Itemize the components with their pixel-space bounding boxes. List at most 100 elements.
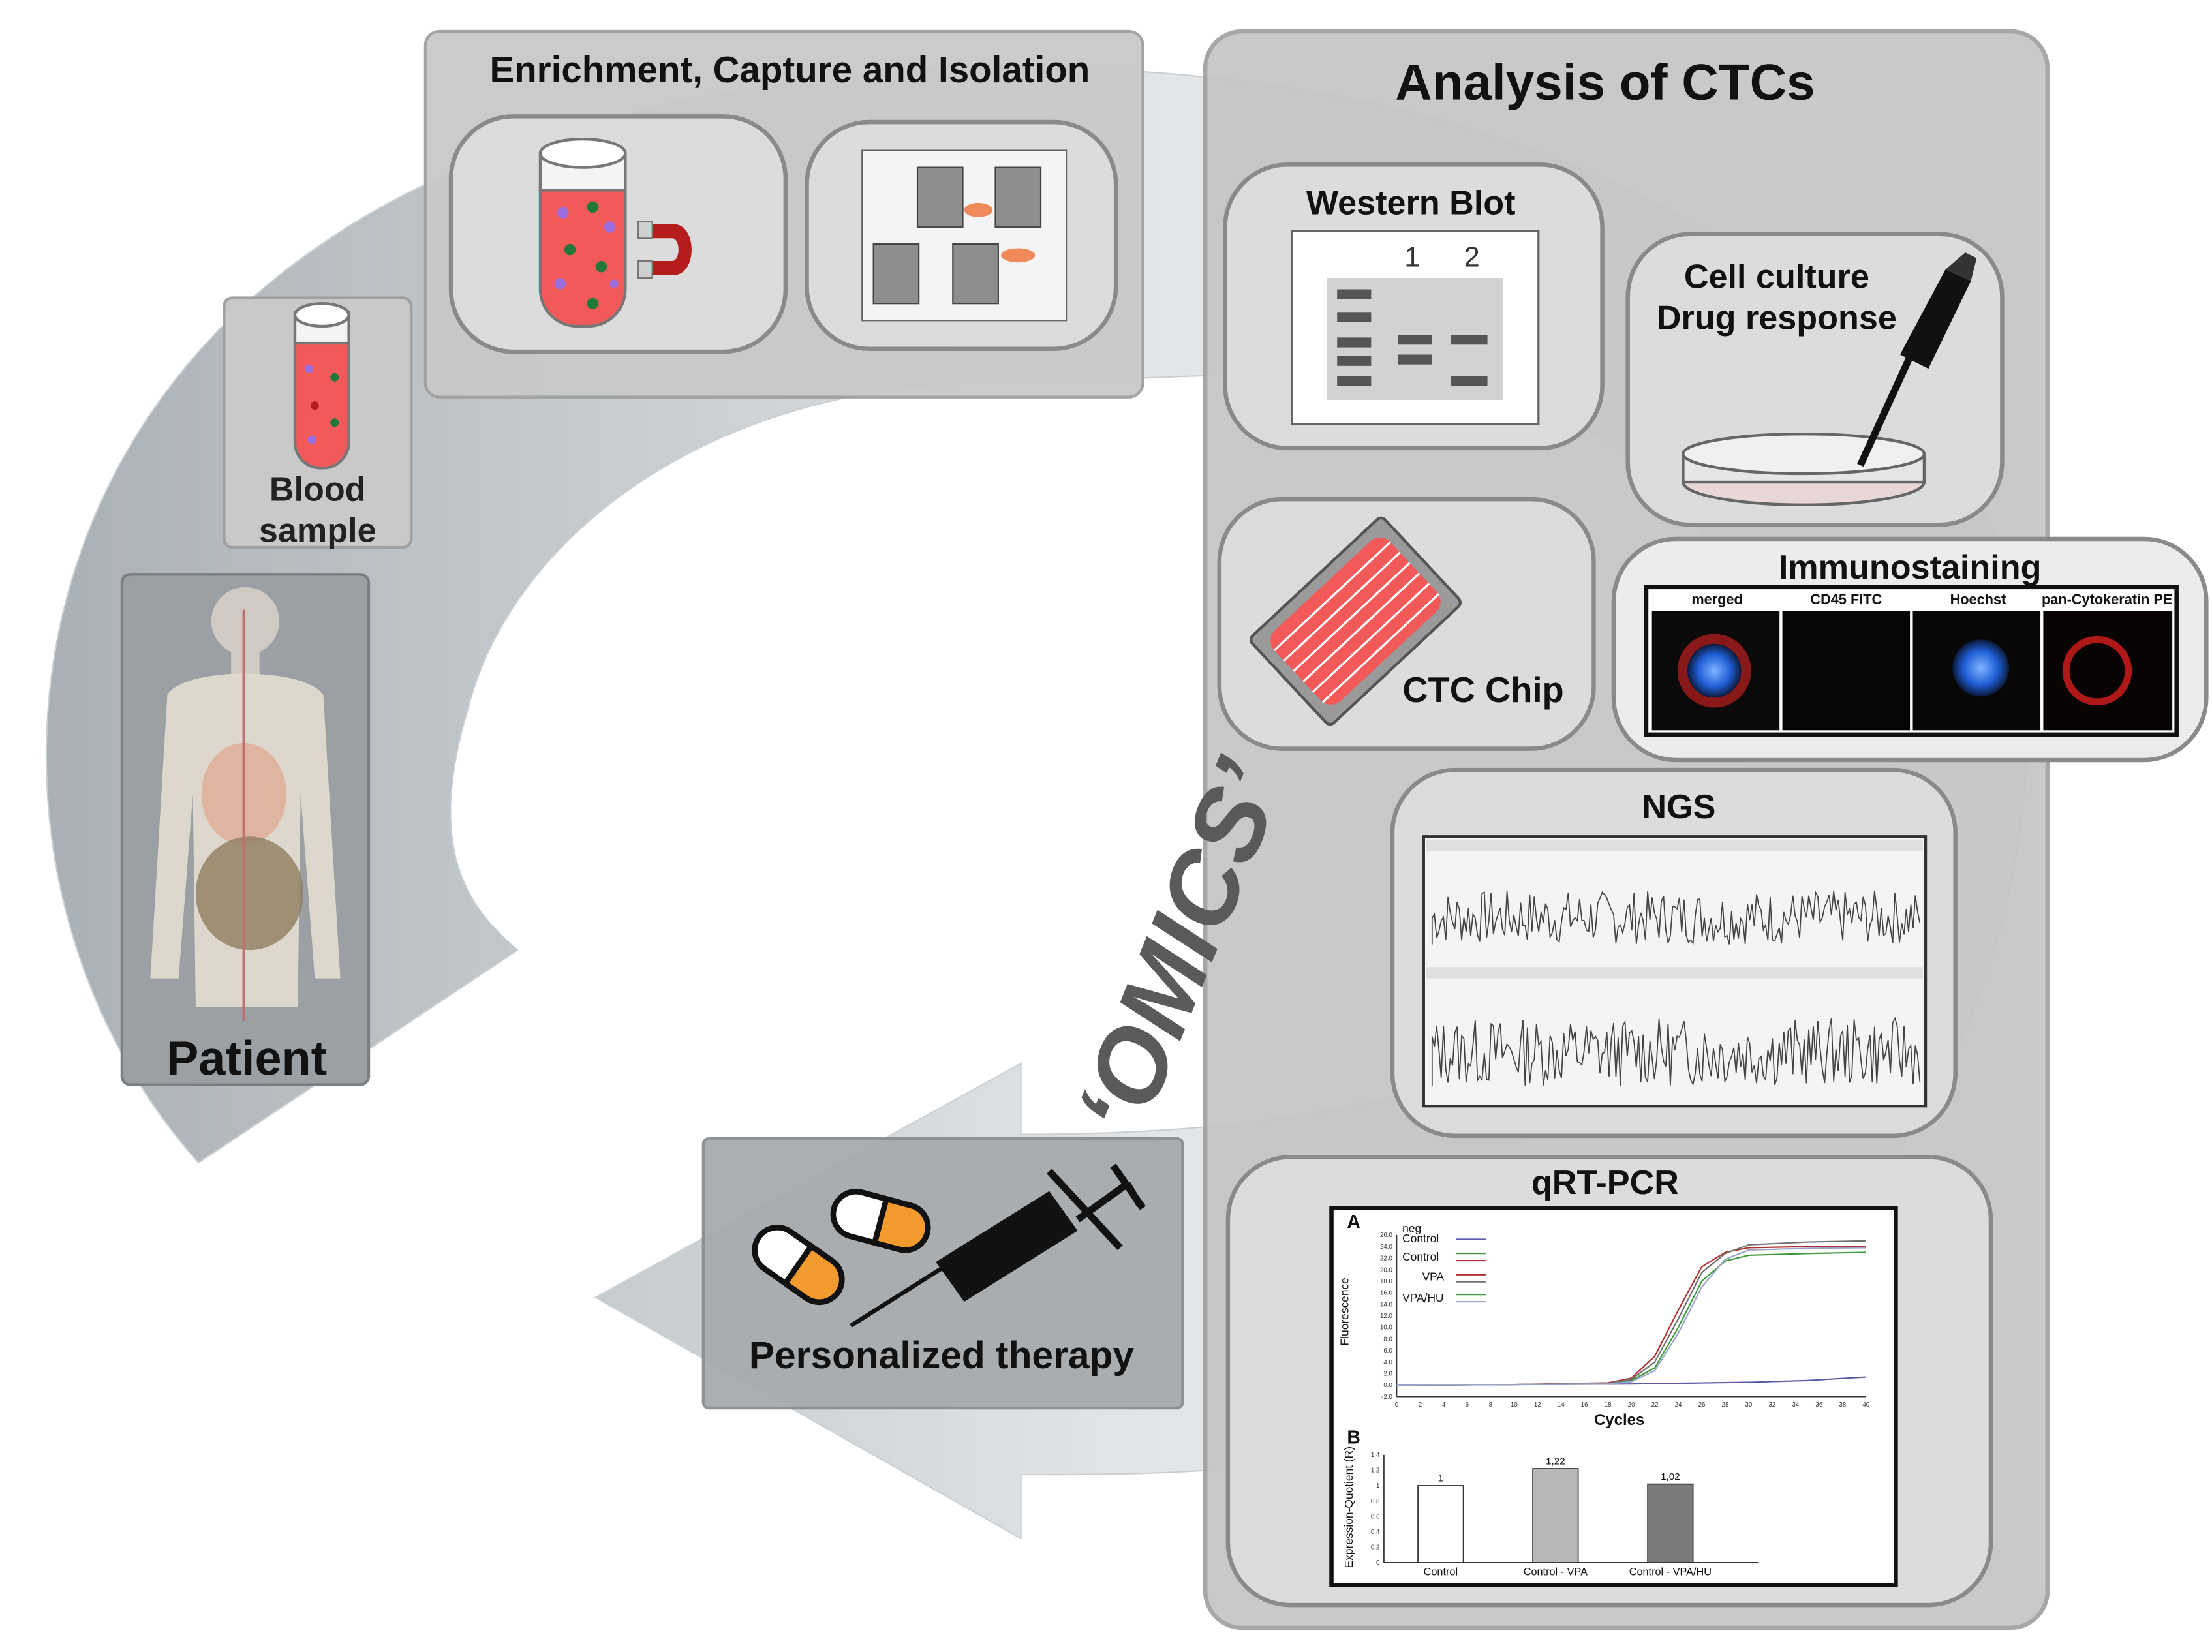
lane-1-label: 1 <box>1404 242 1420 273</box>
chart-a-x-tick: 24 <box>1675 1401 1682 1409</box>
bar-value-label: 1,02 <box>1661 1471 1680 1482</box>
expression-bar-chart: B Expression-Quotient (R) 0 0,2 0,4 0,6 0,8 1… <box>1342 1426 1759 1578</box>
lane-2-label: 2 <box>1464 242 1480 273</box>
chart-a-x-tick: 8 <box>1489 1401 1492 1409</box>
patient-label: Patient <box>166 1031 327 1085</box>
ngs-title: NGS <box>1642 788 1715 826</box>
chart-a-x-tick: 10 <box>1511 1401 1518 1409</box>
chart-a-legend: neg Control Control VPA VPA/HU <box>1402 1222 1486 1304</box>
channel-label-pancytokeratin: pan-Cytokeratin PE <box>2042 591 2172 607</box>
immunostaining-box: Immunostaining merged CD45 FITC Hoechst … <box>1611 536 2209 763</box>
chart-b-y-tick: 1,4 <box>1371 1452 1380 1459</box>
ctc-chip-label: CTC Chip <box>1402 670 1563 710</box>
legend-item: VPA/HU <box>1402 1291 1443 1304</box>
legend-item: VPA <box>1422 1270 1445 1283</box>
chart-b-y-tick: 0,6 <box>1371 1513 1380 1520</box>
analysis-panel: Analysis of CTCs Western Blot 1 2 Cell c… <box>1203 29 2209 1630</box>
capsule-icon <box>752 1188 931 1306</box>
blood-sample-label-line1: Blood <box>269 470 366 508</box>
chart-a-x-tick: 30 <box>1745 1401 1753 1409</box>
blood-sample-panel: Blood sample <box>223 296 413 549</box>
ngs-box: NGS <box>1390 767 1958 1139</box>
chart-a-x-tick: 26 <box>1698 1401 1706 1409</box>
immunostaining-title: Immunostaining <box>1779 549 2042 587</box>
chart-a-y-tick: 26.0 <box>1380 1232 1393 1239</box>
chart-a-x-tick: 34 <box>1792 1401 1799 1409</box>
channel-label-hoechst: Hoechst <box>1950 591 2006 607</box>
cell-culture-label-line1: Cell culture <box>1684 258 1869 296</box>
chart-a-x-tick: 2 <box>1419 1401 1422 1409</box>
chart-a-y-tick: 12.0 <box>1380 1313 1393 1320</box>
cd45-image <box>1782 611 1911 731</box>
chart-a-x-tick: 14 <box>1558 1401 1565 1409</box>
chart-a-x-tick: 36 <box>1815 1401 1822 1409</box>
chart-a-x-tick: 40 <box>1862 1401 1869 1409</box>
chart-a-y-tick: 18.0 <box>1380 1278 1393 1285</box>
patient-panel: Patient <box>120 573 371 1086</box>
ngs-trace-top <box>1431 890 1921 945</box>
bar <box>1532 1468 1579 1563</box>
chart-a-y-tick: 0.0 <box>1383 1382 1392 1389</box>
chart-a-x-tick: 0 <box>1395 1401 1399 1409</box>
syringe-icon <box>850 1163 1146 1328</box>
blood-tube-icon <box>293 302 350 470</box>
chart-a-y-tick: 8.0 <box>1383 1336 1392 1343</box>
chart-a-xlabel: Cycles <box>1594 1411 1644 1429</box>
enrichment-panel: Enrichment, Capture and Isolation <box>423 29 1144 399</box>
chart-a-y-tick: 10.0 <box>1380 1324 1393 1332</box>
qrtpcr-box: qRT-PCR A Fluorescence Cycles neg Contro… <box>1225 1155 1993 1608</box>
legend-item: neg <box>1402 1222 1421 1235</box>
legend-item: Control <box>1402 1232 1439 1245</box>
bar-category-label: Control <box>1424 1566 1458 1578</box>
chart-a-x-tick: 28 <box>1722 1401 1729 1409</box>
cell-culture-box: Cell culture Drug response <box>1625 232 2005 527</box>
ctc-chip-box: CTC Chip <box>1217 497 1596 751</box>
legend-item: Control <box>1402 1250 1439 1263</box>
western-blot-title: Western Blot <box>1306 184 1516 222</box>
chart-a-x-tick: 18 <box>1605 1401 1612 1409</box>
chart-a-y-tick: 6.0 <box>1383 1347 1392 1354</box>
channel-label-merged: merged <box>1691 591 1742 607</box>
therapy-panel: Personalized therapy <box>701 1137 1184 1410</box>
chart-a-x-tick: 16 <box>1581 1401 1588 1409</box>
chart-a-y-tick: -2.0 <box>1381 1394 1392 1401</box>
chart-a-x-tick: 22 <box>1651 1401 1659 1409</box>
series-line <box>1396 1247 1866 1386</box>
chart-b-panel-label: B <box>1347 1426 1360 1447</box>
chart-b-y-tick: 1 <box>1376 1482 1379 1490</box>
chart-a-x-tick: 20 <box>1628 1401 1635 1409</box>
petri-dish-icon <box>1682 432 1926 506</box>
chart-a-y-tick: 22.0 <box>1380 1255 1393 1262</box>
western-blot-box: Western Blot 1 2 <box>1223 162 1605 451</box>
bar <box>1417 1485 1464 1563</box>
channel-label-cd45: CD45 FITC <box>1810 591 1882 607</box>
chart-a-x-tick: 4 <box>1442 1401 1446 1409</box>
chart-a-x-tick: 38 <box>1839 1401 1846 1409</box>
blood-tube-magnet-icon <box>538 137 692 328</box>
chart-a-y-tick: 24.0 <box>1380 1244 1393 1251</box>
amplification-chart: A Fluorescence Cycles neg Control Contro… <box>1338 1211 1870 1429</box>
chart-b-y-tick: 0,8 <box>1371 1498 1380 1505</box>
chart-a-y-tick: 16.0 <box>1380 1290 1393 1297</box>
pipette-icon <box>1857 252 1977 467</box>
chart-a-x-tick: 6 <box>1466 1401 1469 1409</box>
capture-columns-icon <box>861 149 1068 322</box>
cell-culture-label-line2: Drug response <box>1657 299 1897 337</box>
bar <box>1647 1483 1694 1563</box>
chart-b-y-tick: 0,4 <box>1371 1529 1380 1536</box>
human-body-icon <box>150 587 341 1021</box>
bar-category-label: Control - VPA <box>1524 1566 1588 1578</box>
chart-b-y-tick: 0 <box>1376 1559 1380 1567</box>
chart-a-y-tick: 20.0 <box>1380 1266 1393 1274</box>
chart-a-ylabel: Fluorescence <box>1338 1277 1351 1345</box>
chart-a-y-tick: 14.0 <box>1380 1301 1393 1308</box>
qrtpcr-title: qRT-PCR <box>1531 1164 1679 1202</box>
chart-b-ylabel: Expression-Quotient (R) <box>1342 1446 1355 1568</box>
chart-b-y-tick: 0,2 <box>1371 1544 1380 1552</box>
bar-value-label: 1 <box>1438 1473 1443 1484</box>
blood-sample-label-line2: sample <box>259 512 376 549</box>
chart-a-panel-label: A <box>1347 1211 1360 1232</box>
chart-a-x-tick: 12 <box>1534 1401 1541 1409</box>
enrichment-title: Enrichment, Capture and Isolation <box>489 49 1090 90</box>
